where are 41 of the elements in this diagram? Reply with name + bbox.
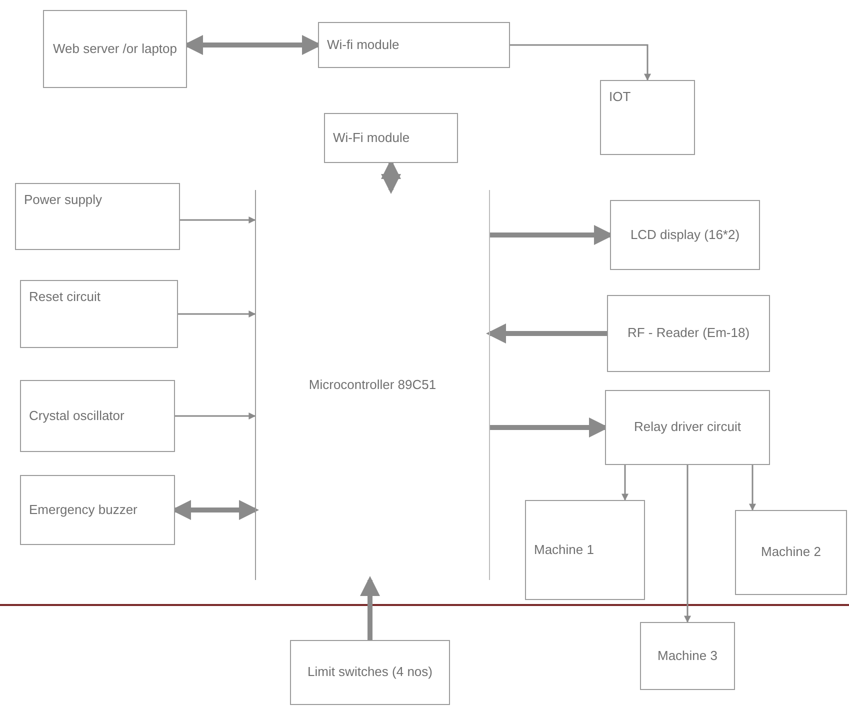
- block-box: [324, 113, 458, 163]
- arrow: [180, 216, 256, 224]
- arrow: [486, 324, 607, 344]
- block-box: [640, 622, 735, 690]
- block-label: IOT: [609, 88, 631, 106]
- arrow: [360, 576, 380, 640]
- block-box: [290, 640, 450, 705]
- block-box: [20, 380, 175, 452]
- block-box: [525, 500, 645, 600]
- block-box: [318, 22, 510, 68]
- arrow: [622, 465, 628, 501]
- block-label: Emergency buzzer: [29, 500, 138, 519]
- block-label: Relay driver circuit: [634, 418, 741, 436]
- block-label: Limit switches (4 nos): [308, 663, 432, 682]
- block-label: Reset circuit: [29, 288, 101, 306]
- arrow: [749, 465, 756, 511]
- block-label: Machine 2: [761, 543, 821, 562]
- block-label: LCD display (16*2): [630, 226, 740, 244]
- block-label: RF - Reader (Em-18): [627, 324, 750, 342]
- arrow: [175, 412, 256, 420]
- block-box: [600, 80, 695, 155]
- block-box: [607, 295, 770, 372]
- block-label: Wi-fi module: [327, 36, 400, 54]
- block-box: [735, 510, 847, 595]
- block-label: Microcontroller 89C51: [308, 376, 436, 394]
- microcontroller-block: [255, 190, 490, 580]
- block-box: [43, 10, 187, 88]
- block-box: [15, 183, 180, 250]
- block-label: Wi-Fi module: [333, 128, 410, 147]
- arrow: [510, 44, 651, 81]
- block-label: Machine 3: [658, 646, 718, 665]
- arrow: [178, 310, 256, 318]
- block-box: [610, 200, 760, 270]
- block-label: Machine 1: [534, 540, 594, 559]
- block-box: [20, 280, 178, 348]
- block-box: [605, 390, 770, 465]
- block-box: [20, 475, 175, 545]
- block-label: Crystal oscillator: [29, 406, 124, 425]
- block-label: Power supply: [24, 191, 102, 209]
- arrow: [684, 465, 691, 623]
- block-label: Web server /or laptop: [52, 40, 178, 58]
